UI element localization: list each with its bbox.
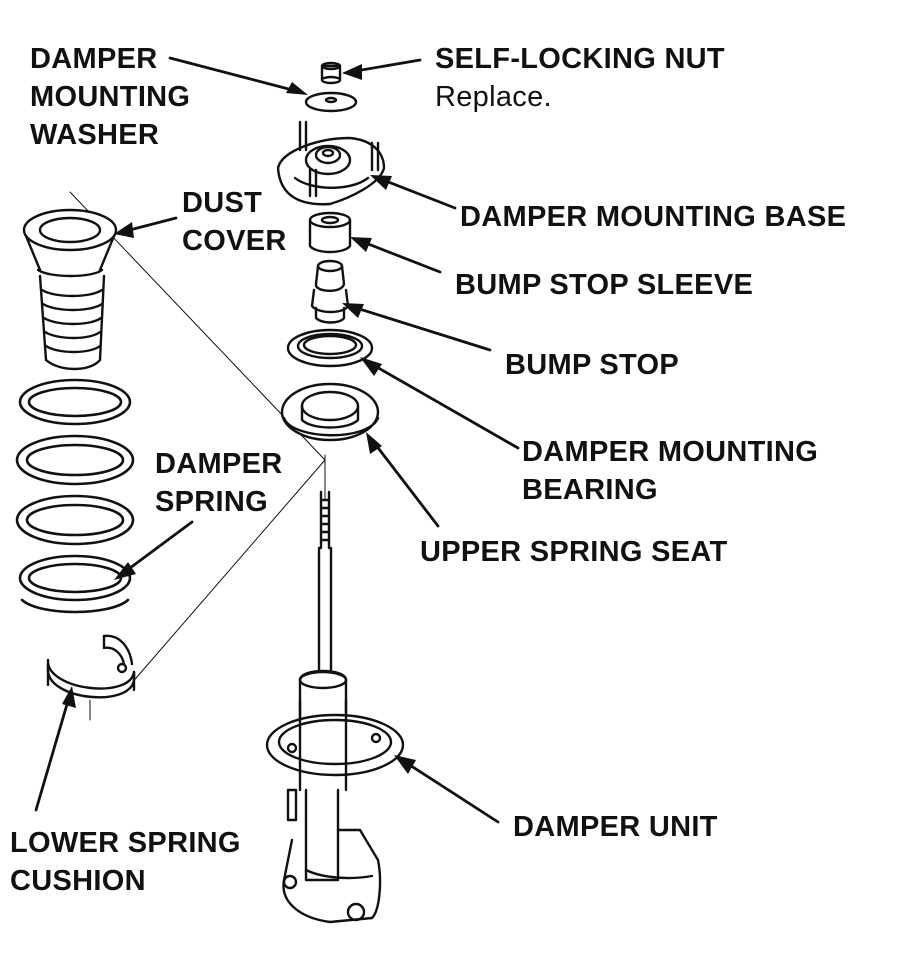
label-lower-spring-cushion: LOWER SPRING CUSHION <box>10 824 241 900</box>
arrow-sleeve <box>356 238 442 274</box>
label-upper-spring-seat: UPPER SPRING SEAT <box>420 533 728 571</box>
label-damper-unit: DAMPER UNIT <box>513 808 718 846</box>
bump-stop-part <box>310 259 350 324</box>
arrow-damper-unit <box>400 758 500 824</box>
damper-mounting-base-part <box>276 120 386 206</box>
label-line: CUSHION <box>10 865 146 897</box>
arrow-bearing <box>366 360 520 450</box>
damper-mounting-washer-part <box>304 91 358 113</box>
label-line: DUST <box>182 187 263 219</box>
dust-cover-part <box>22 208 118 371</box>
arrow-cushion <box>34 692 72 812</box>
arrow-base <box>376 176 457 210</box>
damper-unit-part <box>265 490 405 924</box>
damper-mounting-bearing-part <box>286 328 374 368</box>
label-dust-cover: DUST COVER <box>182 184 287 260</box>
label-line: DAMPER <box>155 448 283 480</box>
label-line: DAMPER UNIT <box>513 811 718 843</box>
label-line: DAMPER MOUNTING <box>522 436 819 468</box>
label-note-replace: Replace. <box>435 81 552 113</box>
label-damper-mounting-base: DAMPER MOUNTING BASE <box>460 198 846 236</box>
label-line: WASHER <box>30 119 160 151</box>
label-line: BUMP STOP <box>505 349 680 381</box>
label-line: DAMPER MOUNTING BASE <box>460 201 847 233</box>
label-line: BEARING <box>522 474 658 506</box>
arrow-bump-stop <box>348 304 492 352</box>
label-bump-stop: BUMP STOP <box>505 346 679 384</box>
label-self-locking-nut: SELF-LOCKING NUT Replace. <box>435 40 725 116</box>
label-line: DAMPER <box>30 43 158 75</box>
label-line: COVER <box>182 225 287 257</box>
self-locking-nut-part <box>320 61 342 85</box>
leader-arrows <box>34 56 520 824</box>
arrow-washer <box>168 56 302 94</box>
label-line: UPPER SPRING SEAT <box>420 536 728 568</box>
label-line: SPRING <box>155 486 268 518</box>
arrow-seat <box>370 438 440 528</box>
label-damper-mounting-washer: DAMPER MOUNTING WASHER <box>30 40 190 154</box>
damper-spring-part <box>15 378 135 614</box>
bump-stop-sleeve-part <box>308 211 352 254</box>
arrow-spring <box>120 520 194 576</box>
label-bump-stop-sleeve: BUMP STOP SLEEVE <box>455 266 753 304</box>
label-damper-mounting-bearing: DAMPER MOUNTING BEARING <box>522 433 818 509</box>
lower-spring-cushion-part <box>46 634 136 699</box>
label-line: BUMP STOP SLEEVE <box>455 269 754 301</box>
label-damper-spring: DAMPER SPRING <box>155 445 282 521</box>
label-line: SELF-LOCKING NUT <box>435 43 725 75</box>
label-line: LOWER SPRING <box>10 827 241 859</box>
label-line: MOUNTING <box>30 81 191 113</box>
upper-spring-seat-part <box>280 382 380 442</box>
